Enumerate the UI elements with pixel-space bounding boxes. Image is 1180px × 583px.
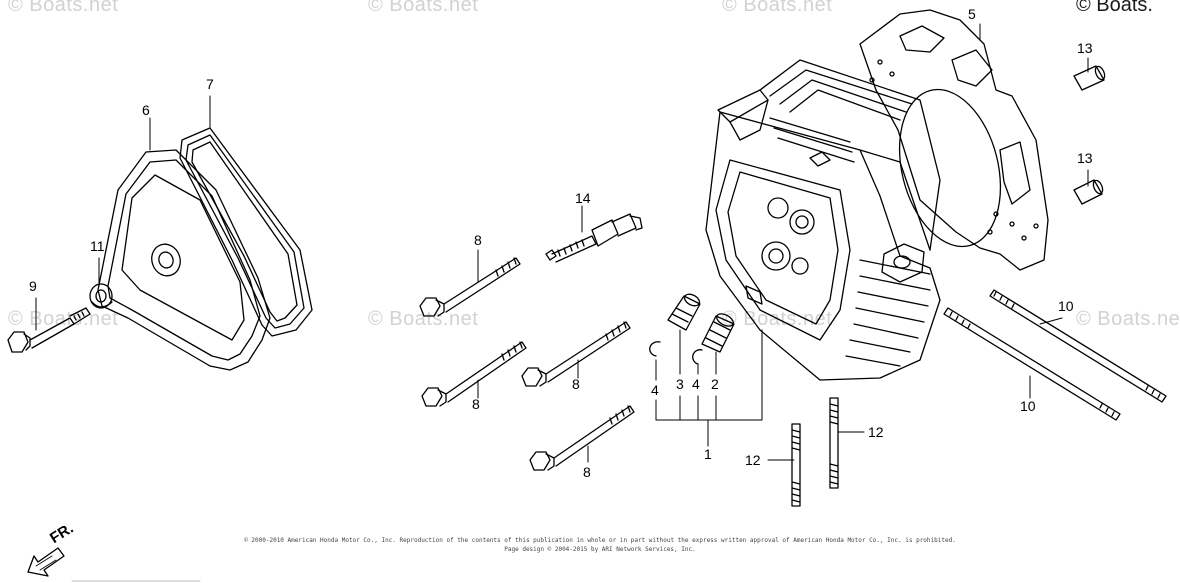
callout-13: 13 — [1077, 40, 1093, 56]
watermark: © Boats.net — [722, 0, 833, 16]
watermark: © Boats.net — [368, 308, 479, 330]
head-cover — [97, 149, 271, 371]
head-cover-bolt — [7, 307, 91, 353]
flange-bolt-mid-left — [421, 341, 527, 407]
stud-bolt-lower — [943, 307, 1121, 421]
callout-3: 3 — [676, 376, 684, 392]
callout-7: 7 — [206, 76, 214, 92]
callout-9: 9 — [29, 278, 37, 294]
callout-2: 2 — [711, 376, 719, 392]
callout-8: 8 — [474, 232, 482, 248]
copyright-line: © 2000-2010 American Honda Motor Co., In… — [244, 537, 956, 544]
flange-bolt-upper — [419, 257, 521, 317]
spark-plug — [545, 213, 643, 263]
watermark: © Boats.net — [1076, 308, 1180, 330]
valve-guide-left — [667, 293, 701, 331]
flange-bolt-lower — [529, 405, 635, 471]
dowel-pin-upper — [1073, 65, 1106, 91]
callout-13: 13 — [1077, 150, 1093, 166]
head-cover-gasket — [179, 127, 313, 337]
callout-11: 11 — [90, 238, 105, 254]
callout-12: 12 — [868, 424, 884, 440]
callout-1: 1 — [704, 446, 712, 462]
callout-12: 12 — [745, 452, 761, 468]
valve-guide-right — [701, 313, 735, 353]
callout-8: 8 — [583, 464, 591, 480]
callout-5: 5 — [968, 6, 976, 22]
page-design-line: Page design © 2004-2015 by ARI Network S… — [504, 546, 696, 553]
callout-8: 8 — [572, 376, 580, 392]
dowel-pin-lower — [1073, 179, 1104, 205]
callout-8: 8 — [472, 396, 480, 412]
stud-bolt-upper — [989, 289, 1167, 403]
flange-bolt-mid-right — [521, 321, 631, 387]
watermark: © Boats.net — [8, 0, 119, 16]
clip-right — [692, 349, 703, 365]
callout-10: 10 — [1058, 298, 1074, 314]
clip-left — [649, 341, 661, 357]
washer — [89, 283, 113, 309]
callout-4: 4 — [692, 376, 700, 392]
cylinder-head — [705, 59, 941, 381]
callout-4: 4 — [651, 382, 659, 398]
head-gasket — [859, 9, 1049, 271]
watermark: © Boats. — [1076, 0, 1153, 16]
callout-14: 14 — [575, 190, 591, 206]
callout-10: 10 — [1020, 398, 1036, 414]
watermark: © Boats.net — [368, 0, 479, 16]
stud-short-left — [791, 423, 801, 507]
front-direction-arrow-icon — [27, 547, 65, 577]
stud-short-right — [829, 397, 839, 489]
copyright-notice: © 2000-2010 American Honda Motor Co., In… — [170, 536, 1030, 554]
leader-lines — [35, 23, 1089, 463]
callout-6: 6 — [142, 102, 150, 118]
